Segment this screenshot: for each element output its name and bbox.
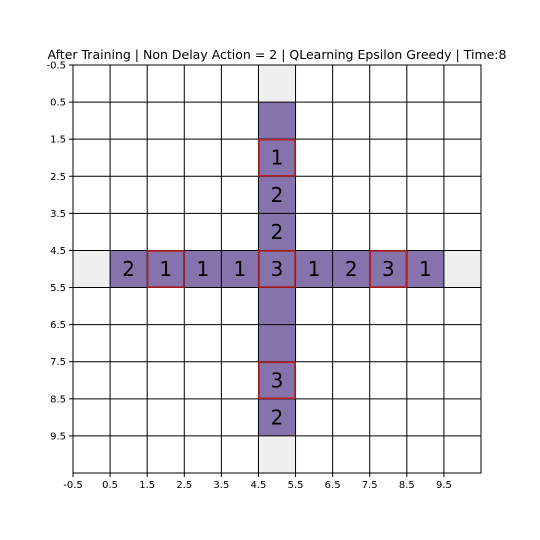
y-tick-label: 6.5 (50, 320, 66, 331)
road-cell (184, 250, 222, 288)
cell-value-label: 2 (345, 257, 358, 281)
entry-cell (258, 435, 296, 473)
x-tick-label: 0.5 (102, 480, 118, 491)
chart-title: After Training | Non Delay Action = 2 | … (48, 47, 507, 62)
x-tick-label: 2.5 (176, 480, 192, 491)
road-cell (332, 250, 370, 288)
x-tick-label: 9.5 (436, 480, 452, 491)
highlighted-cell-border (258, 361, 296, 400)
highlighted-cell-border (146, 250, 185, 288)
y-tick-label: 1.5 (50, 135, 66, 146)
road-cell (110, 250, 148, 288)
y-tick-label: 5.5 (50, 283, 66, 294)
x-tick-label: 5.5 (288, 480, 304, 491)
cell-value-label: 2 (271, 183, 284, 207)
road-cell (258, 176, 296, 214)
cell-value-label: 2 (122, 257, 135, 281)
road-cell (406, 250, 444, 288)
y-tick-label: 0.5 (50, 98, 66, 109)
cell-value-label: 1 (419, 257, 432, 281)
road-cell (369, 250, 407, 288)
y-tick-label: -0.5 (46, 61, 66, 72)
road-cell (258, 250, 296, 288)
cell-value-label: 2 (271, 405, 284, 429)
y-tick-label: 2.5 (50, 172, 66, 183)
road-cell (258, 213, 296, 251)
x-axis: -0.5 0.5 1.5 2.5 3.5 4.5 5.5 6.5 7.5 8.5 9.5 (63, 473, 452, 491)
entry-cell (443, 250, 481, 288)
cell-value-label: 3 (271, 257, 284, 281)
cell-value-label: 1 (271, 146, 284, 170)
cell-value-label: 1 (159, 257, 172, 281)
cell-value-label: 2 (271, 220, 284, 244)
y-tick-label: 8.5 (50, 394, 66, 405)
road-cell (258, 287, 296, 325)
highlighted-cell-border (369, 250, 408, 288)
road-cell (258, 139, 296, 177)
road-cell (147, 250, 185, 288)
road-cell (258, 361, 296, 399)
x-tick-label: 1.5 (139, 480, 155, 491)
cell-value-label: 3 (271, 368, 284, 392)
x-tick-label: 8.5 (399, 480, 415, 491)
entry-cell (73, 250, 111, 288)
y-tick-label: 4.5 (50, 246, 66, 257)
highlighted-cell-border (258, 138, 296, 177)
cells-layer (73, 65, 481, 473)
x-tick-label: -0.5 (63, 480, 83, 491)
x-tick-label: 4.5 (251, 480, 267, 491)
x-tick-label: 3.5 (213, 480, 229, 491)
y-tick-label: 7.5 (50, 357, 66, 368)
cell-value-label: 1 (308, 257, 321, 281)
road-cell (258, 398, 296, 436)
cell-value-label: 1 (234, 257, 247, 281)
entry-cell (258, 65, 296, 103)
cell-value-label: 3 (382, 257, 395, 281)
axes-frame (72, 64, 482, 474)
grid-lines (72, 64, 482, 474)
y-tick-label: 3.5 (50, 209, 66, 220)
road-cell (295, 250, 333, 288)
x-tick-label: 6.5 (325, 480, 341, 491)
y-tick-label: 9.5 (50, 431, 66, 442)
road-cell (221, 250, 259, 288)
road-cell (258, 102, 296, 140)
y-axis: -0.5 0.5 1.5 2.5 3.5 4.5 5.5 6.5 7.5 8.5 9.5 (46, 61, 73, 442)
x-tick-label: 7.5 (362, 480, 378, 491)
cell-value-label: 1 (196, 257, 209, 281)
highlighted-cell-border (258, 250, 296, 288)
road-cell (258, 324, 296, 362)
